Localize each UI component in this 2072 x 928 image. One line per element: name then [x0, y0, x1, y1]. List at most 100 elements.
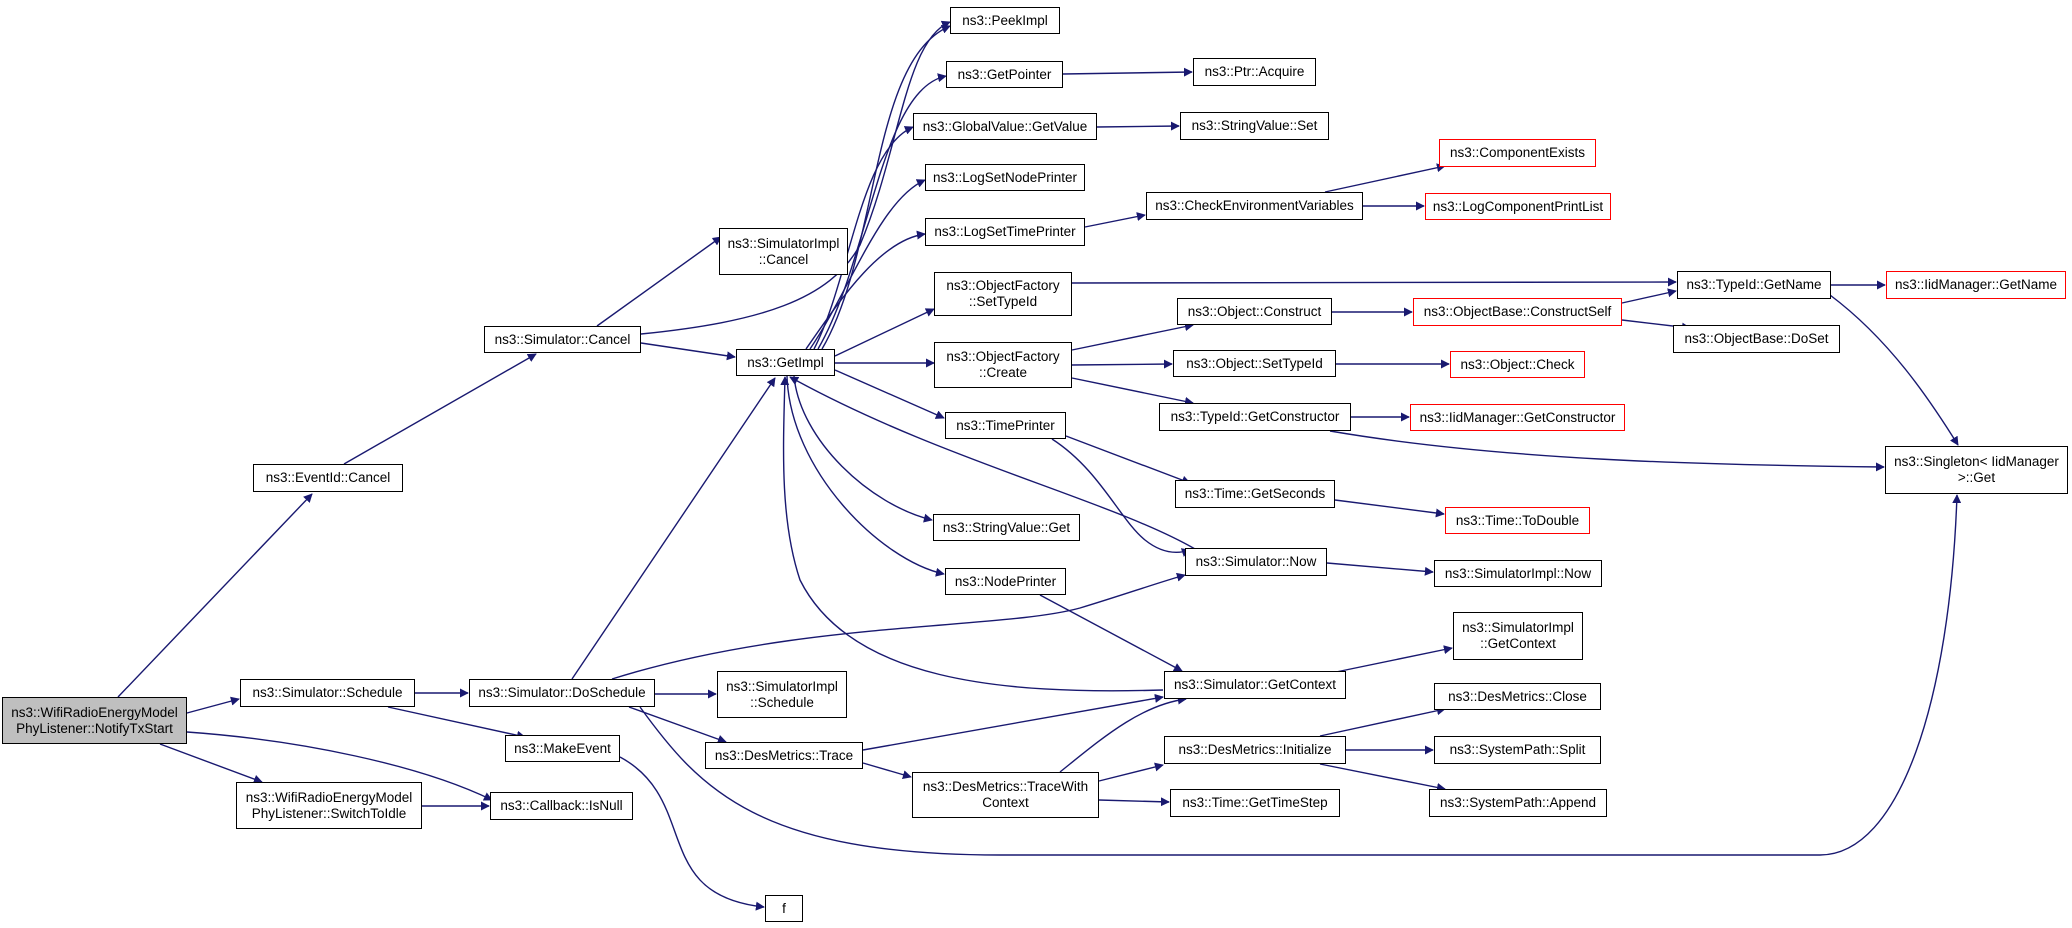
node-objectbase-constructself[interactable]: ns3::ObjectBase::ConstructSelf — [1413, 298, 1622, 326]
node-logcomponentprintlist[interactable]: ns3::LogComponentPrintList — [1425, 193, 1611, 220]
node-label: ns3::CheckEnvironmentVariables — [1155, 198, 1354, 213]
node-stringvalue-set[interactable]: ns3::StringValue::Set — [1180, 112, 1329, 140]
edge-objfactory-settypeid>typeid-getname — [1071, 277, 1677, 287]
node-iidmanager-getconstructor[interactable]: ns3::IidManager::GetConstructor — [1410, 404, 1625, 431]
node-logsettimeprinter[interactable]: ns3::LogSetTimePrinter — [925, 218, 1085, 246]
edge-checkenvvars>componentexists — [1324, 163, 1446, 193]
node-timeprinter[interactable]: ns3::TimePrinter — [945, 412, 1066, 439]
edge-desmetrics-initialize>systempath-append — [1319, 763, 1446, 792]
node-object-construct[interactable]: ns3::Object::Construct — [1177, 298, 1332, 325]
edge-simulator-cancel>peekimpl — [640, 20, 951, 335]
node-getpointer[interactable]: ns3::GetPointer — [946, 61, 1063, 88]
node-eventid-cancel[interactable]: ns3::EventId::Cancel — [253, 464, 403, 492]
node-label: ns3::Simulator::Cancel — [494, 331, 631, 347]
node-label: ns3::TimePrinter — [956, 417, 1055, 433]
node-callback-isnull[interactable]: ns3::Callback::IsNull — [490, 792, 633, 820]
node-objectbase-doset[interactable]: ns3::ObjectBase::DoSet — [1673, 325, 1840, 353]
edge-desmetrics-tracewithcontext>desmetrics-initialize — [1098, 762, 1164, 782]
node-stringvalue-get[interactable]: ns3::StringValue::Get — [933, 514, 1080, 541]
node-label-line2: PhyListener::SwitchToIdle — [251, 805, 407, 821]
node-label: ns3::GetPointer — [957, 66, 1052, 82]
node-peekimpl[interactable]: ns3::PeekImpl — [950, 7, 1060, 34]
edge-simulator-doschedule>singleton-get — [639, 494, 1962, 856]
node-nodeprinter[interactable]: ns3::NodePrinter — [945, 568, 1066, 595]
node-simimpl-getcontext[interactable]: ns3::SimulatorImpl::GetContext — [1453, 612, 1583, 660]
node-label-line2: ::Cancel — [758, 251, 809, 267]
node-desmetrics-initialize[interactable]: ns3::DesMetrics::Initialize — [1164, 736, 1346, 764]
node-iidmanager-getname[interactable]: ns3::IidManager::GetName — [1886, 271, 2066, 299]
edge-desmetrics-tracewithcontext>time-gettimestep — [1098, 797, 1170, 807]
node-label-line2: PhyListener::NotifyTxStart — [16, 720, 173, 736]
node-label: ns3::Simulator::Schedule — [252, 685, 403, 700]
node-time-gettimestep[interactable]: ns3::Time::GetTimeStep — [1170, 789, 1340, 817]
edge-notify-tx-start>switchtoidle — [159, 743, 263, 784]
node-ptr-acquire[interactable]: ns3::Ptr::Acquire — [1193, 58, 1316, 86]
node-desmetrics-trace[interactable]: ns3::DesMetrics::Trace — [705, 742, 863, 769]
node-simimpl-now[interactable]: ns3::SimulatorImpl::Now — [1434, 560, 1602, 587]
node-object-settypeid[interactable]: ns3::Object::SetTypeId — [1173, 350, 1336, 377]
node-time-getseconds[interactable]: ns3::Time::GetSeconds — [1175, 480, 1335, 508]
node-label: ns3::PeekImpl — [962, 12, 1048, 28]
node-componentexists[interactable]: ns3::ComponentExists — [1439, 139, 1596, 167]
edge-getimpl>objfactory-settypeid — [834, 308, 935, 357]
node-objfactory-create[interactable]: ns3::ObjectFactory::Create — [934, 342, 1072, 388]
node-typeid-getconstructor[interactable]: ns3::TypeId::GetConstructor — [1159, 403, 1351, 431]
node-systempath-split[interactable]: ns3::SystemPath::Split — [1434, 736, 1601, 764]
node-simulator-now[interactable]: ns3::Simulator::Now — [1185, 548, 1327, 576]
edge-getpointer>ptr-acquire — [1062, 67, 1193, 77]
node-label: ns3::ObjectBase::DoSet — [1684, 331, 1829, 346]
node-label: ns3::Object::Construct — [1187, 303, 1322, 319]
edge-notify-tx-start>callback-isnull — [186, 731, 493, 801]
edge-makeevent>f — [619, 756, 765, 911]
edge-timeprinter>simulator-now — [1051, 438, 1191, 557]
node-label: ns3::StringValue::Get — [942, 519, 1071, 535]
edge-simulator-cancel>simimpl-cancel — [596, 236, 722, 327]
edge-desmetrics-tracewithcontext>simulator-getcontext — [1059, 695, 1187, 773]
node-label-line2: ::SetTypeId — [968, 294, 1038, 309]
node-label: ns3::EventId::Cancel — [265, 470, 391, 485]
node-label-line2: >::Get — [1957, 470, 1996, 485]
node-simulator-doschedule[interactable]: ns3::Simulator::DoSchedule — [469, 679, 655, 707]
edge-simulator-getcontext>getimpl — [780, 376, 1164, 692]
node-label-line2: ::Schedule — [750, 694, 814, 710]
node-globalvalue-getvalue[interactable]: ns3::GlobalValue::GetValue — [913, 113, 1097, 140]
node-simulator-getcontext[interactable]: ns3::Simulator::GetContext — [1164, 671, 1346, 699]
node-getimpl[interactable]: ns3::GetImpl — [736, 349, 835, 376]
edge-simulator-doschedule>getimpl — [571, 377, 776, 680]
node-makeevent[interactable]: ns3::MakeEvent — [505, 735, 620, 762]
edge-typeid-getconstructor>singleton-get — [1329, 430, 1885, 472]
node-singleton-get[interactable]: ns3::Singleton< IidManager >::Get — [1885, 446, 2068, 494]
edge-notify-tx-start>eventid-cancel — [117, 493, 313, 698]
node-label-line2: Context — [982, 795, 1029, 810]
node-object-check[interactable]: ns3::Object::Check — [1450, 351, 1585, 378]
node-label-line1: ns3::ObjectFactory — [946, 349, 1060, 364]
node-label: ns3::LogSetTimePrinter — [934, 224, 1076, 239]
node-label: ns3::Time::GetSeconds — [1184, 486, 1326, 501]
edge-globalvalue-getvalue>stringvalue-set — [1096, 121, 1180, 131]
node-label: ns3::Object::Check — [1460, 356, 1575, 372]
node-typeid-getname[interactable]: ns3::TypeId::GetName — [1677, 271, 1831, 299]
node-label: ns3::Callback::IsNull — [500, 798, 623, 813]
edge-simulator-doschedule>simulator-now — [611, 572, 1186, 680]
node-desmetrics-close[interactable]: ns3::DesMetrics::Close — [1434, 683, 1601, 710]
node-simulator-schedule[interactable]: ns3::Simulator::Schedule — [240, 679, 415, 707]
edge-nodeprinter>simulator-getcontext — [1039, 594, 1183, 672]
node-label: ns3::Time::ToDouble — [1455, 512, 1580, 528]
node-simimpl-cancel[interactable]: ns3::SimulatorImpl::Cancel — [719, 228, 848, 275]
edge-simulator-now>getimpl — [789, 376, 1196, 550]
node-checkenvvars[interactable]: ns3::CheckEnvironmentVariables — [1146, 192, 1363, 220]
node-f[interactable]: f — [765, 895, 803, 922]
edge-desmetrics-trace>simulator-getcontext — [862, 693, 1164, 751]
node-simulator-cancel[interactable]: ns3::Simulator::Cancel — [484, 326, 641, 353]
node-logsetnodeprinter[interactable]: ns3::LogSetNodePrinter — [925, 164, 1085, 191]
edge-getimpl>stringvalue-get — [793, 375, 933, 523]
node-time-todouble[interactable]: ns3::Time::ToDouble — [1445, 507, 1590, 534]
node-label: ns3::DesMetrics::Trace — [714, 747, 854, 763]
node-systempath-append[interactable]: ns3::SystemPath::Append — [1429, 789, 1607, 817]
node-objfactory-settypeid[interactable]: ns3::ObjectFactory::SetTypeId — [934, 272, 1072, 316]
node-simimpl-schedule[interactable]: ns3::SimulatorImpl::Schedule — [717, 671, 847, 718]
edge-simulator-schedule>makeevent — [387, 706, 526, 740]
